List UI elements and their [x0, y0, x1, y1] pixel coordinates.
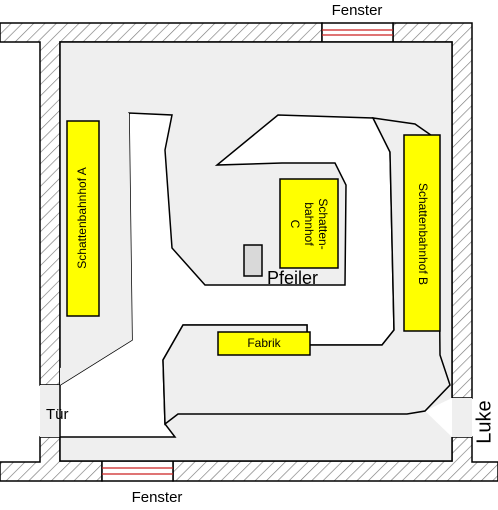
window-bottom — [101, 460, 174, 482]
yard-b: Schattenbahnhof B — [403, 134, 441, 332]
factory-label: Fabrik — [247, 336, 281, 350]
pillar — [243, 244, 263, 277]
yard-a: Schattenbahnhof A — [66, 120, 100, 317]
inner-wall-lines — [59, 41, 453, 462]
window-bottom-label: Fenster — [132, 489, 183, 506]
hatch-label: Luke — [473, 400, 495, 443]
yard-c-label-3: C — [288, 220, 302, 229]
window-top — [321, 22, 394, 43]
yard-c-label-1: Schatten- — [316, 198, 330, 249]
door-label: Tür — [46, 406, 69, 423]
yard-c: Schatten- bahnhof C — [279, 178, 339, 269]
yard-a-label: Schattenbahnhof A — [75, 167, 89, 268]
yard-c-label-2: bahnhof — [302, 202, 316, 246]
pillar-label: Pfeiler — [267, 268, 318, 288]
walkway-right — [425, 398, 452, 437]
yard-b-label: Schattenbahnhof B — [416, 183, 430, 285]
window-top-label: Fenster — [332, 2, 383, 19]
factory: Fabrik — [217, 331, 311, 356]
